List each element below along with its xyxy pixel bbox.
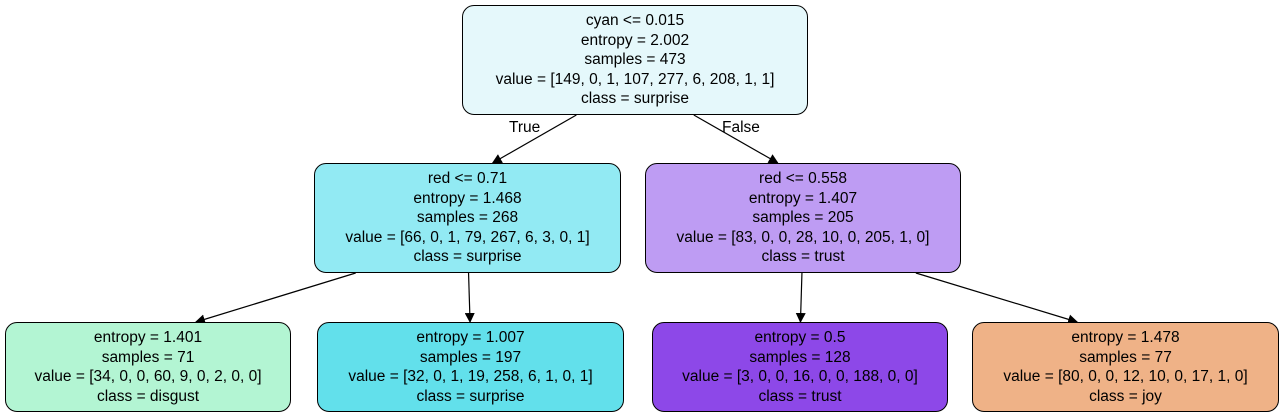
node-value: value = [34, 0, 0, 60, 9, 0, 2, 0, 0] [34,368,262,385]
tree-edge-n2-n6 [915,272,1079,325]
node-class: class = surprise [416,387,525,405]
tree-leaf-trust: entropy = 0.5 samples = 128 value = [3, … [652,322,948,412]
node-entropy: entropy = 1.478 [1071,329,1180,346]
node-samples: samples = 197 [419,348,522,366]
node-entropy: entropy = 1.401 [93,329,203,346]
node-samples: samples = 473 [584,51,686,69]
node-entropy: entropy = 1.007 [416,329,525,346]
node-samples: samples = 205 [752,209,854,227]
node-class: class = joy [1089,387,1162,405]
node-class: class = trust [761,248,845,266]
node-samples: samples = 71 [101,348,195,366]
node-entropy: entropy = 1.407 [748,189,858,207]
tree-edge-n1-n3 [194,272,356,325]
node-split-condition: cyan <= 0.015 [585,12,685,30]
tree-edge-n1-n4 [464,272,475,323]
tree-leaf-joy: entropy = 1.478 samples = 77 value = [80… [972,322,1279,412]
edge-label-true: True [509,119,541,136]
node-split-condition: red <= 0.558 [759,170,847,188]
node-class: class = surprise [413,248,522,266]
node-class: class = trust [758,387,842,405]
node-value: value = [32, 0, 1, 19, 258, 6, 1, 0, 1] [348,368,593,385]
node-samples: samples = 77 [1079,348,1172,366]
node-value: value = [66, 0, 1, 79, 267, 6, 3, 0, 1] [345,228,590,246]
tree-node-right-split: red <= 0.558 entropy = 1.407 samples = 2… [645,163,961,273]
tree-edge-n2-n5 [795,272,806,323]
tree-edge-n0-n1 [491,114,577,164]
node-class: class = surprise [580,90,690,108]
node-samples: samples = 128 [749,348,851,366]
node-samples: samples = 268 [416,209,519,227]
tree-node-root: cyan <= 0.015 entropy = 2.002 samples = … [462,5,808,115]
node-value: value = [149, 0, 1, 107, 277, 6, 208, 1,… [495,70,775,88]
node-entropy: entropy = 0.5 [754,329,846,346]
node-split-condition: red <= 0.71 [427,170,508,188]
tree-node-left-split: red <= 0.71 entropy = 1.468 samples = 26… [314,163,621,273]
node-value: value = [3, 0, 0, 16, 0, 0, 188, 0, 0] [682,368,918,385]
node-value: value = [83, 0, 0, 28, 10, 0, 205, 1, 0] [676,228,930,246]
tree-leaf-disgust: entropy = 1.401 samples = 71 value = [34… [5,322,291,412]
tree-edge-n0-n2 [693,114,779,164]
edge-label-false: False [722,119,760,136]
node-entropy: entropy = 1.468 [413,189,522,207]
node-entropy: entropy = 2.002 [580,31,690,49]
node-value: value = [80, 0, 0, 12, 10, 0, 17, 1, 0] [1003,368,1248,385]
node-class: class = disgust [96,387,200,405]
tree-leaf-surprise: entropy = 1.007 samples = 197 value = [3… [317,322,624,412]
